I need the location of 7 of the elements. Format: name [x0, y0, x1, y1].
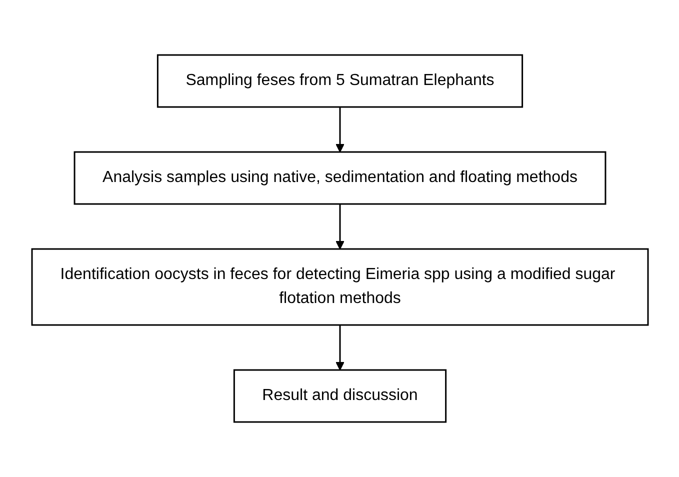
node-box: Identification oocysts in feces for detecting Eimeria spp using a modified sugar flotation methods: [30, 248, 648, 326]
node-box: Result and discussion: [232, 369, 446, 423]
arrow: [335, 107, 344, 152]
node-box: Analysis samples using native, sedimentation and floating methods: [73, 151, 606, 205]
node-box: Sampling feses from 5 Sumatran Elephants: [156, 54, 523, 108]
arrow: [335, 204, 344, 250]
arrow: [335, 325, 344, 370]
